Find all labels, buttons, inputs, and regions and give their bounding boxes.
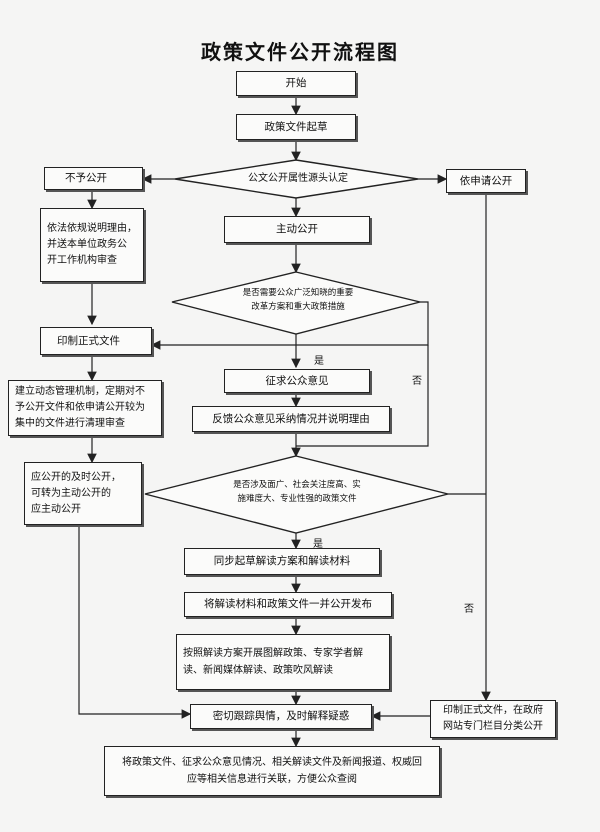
track-node: 密切跟踪舆情，及时解释疑惑: [190, 704, 372, 729]
active-open-node: 主动公开: [224, 216, 370, 243]
attr-decision-text: 公文公开属性源头认定: [248, 173, 348, 184]
print-formal-node: 印制正式文件: [40, 327, 152, 355]
social-decision-text: 是否涉及面广、社会关注度高、实 施难度大、专业性强的政策文件: [233, 480, 361, 504]
sync-draft-node: 同步起草解读方案和解读材料: [184, 548, 380, 575]
publish-together-node: 将解读材料和政策文件一并公开发布: [184, 592, 392, 617]
apply-open-node: 依申请公开: [446, 169, 526, 193]
explain-reason-node: 依法依规说明理由， 并送本单位政务公 开工作机构审查: [40, 208, 144, 282]
yes-label-2: 是: [313, 539, 323, 550]
interpret-node: 按照解读方案开展图解政策、专家学者解 读、新闻媒体解读、政策吹风解读: [176, 634, 390, 690]
no-label-1: 否: [412, 376, 422, 387]
link-all-node: 将政策文件、征求公众意见情况、相关解读文件及新闻报道、权威回 应等相关信息进行关…: [104, 746, 440, 796]
feedback-node: 反馈公众意见采纳情况并说明理由: [192, 406, 390, 432]
should-open-node: 应公开的及时公开， 可转为主动公开的 应主动公开: [24, 462, 142, 525]
yes-label-1: 是: [314, 356, 324, 367]
solicit-node: 征求公众意见: [224, 369, 370, 393]
print-web-node: 印制正式文件，在政府 网站专门栏目分类公开: [430, 700, 556, 738]
decision-diamond-3: [144, 455, 449, 534]
page-title: 政策文件公开流程图: [201, 40, 399, 64]
dynamic-mgmt-node: 建立动态管理机制，定期对不 予公开文件和依申请公开较为 集中的文件进行清理审查: [8, 380, 162, 436]
start-node: 开始: [236, 71, 356, 96]
draft-node: 政策文件起草: [236, 114, 356, 140]
decision-diamond-1: [174, 159, 419, 199]
no-open-node: 不予公开: [44, 167, 143, 190]
decision-diamond-2: [171, 271, 421, 335]
no-label-2: 否: [464, 604, 474, 615]
public-decision-text: 是否需要公众广泛知晓的重要 改革方案和重大政策措施: [242, 288, 354, 312]
